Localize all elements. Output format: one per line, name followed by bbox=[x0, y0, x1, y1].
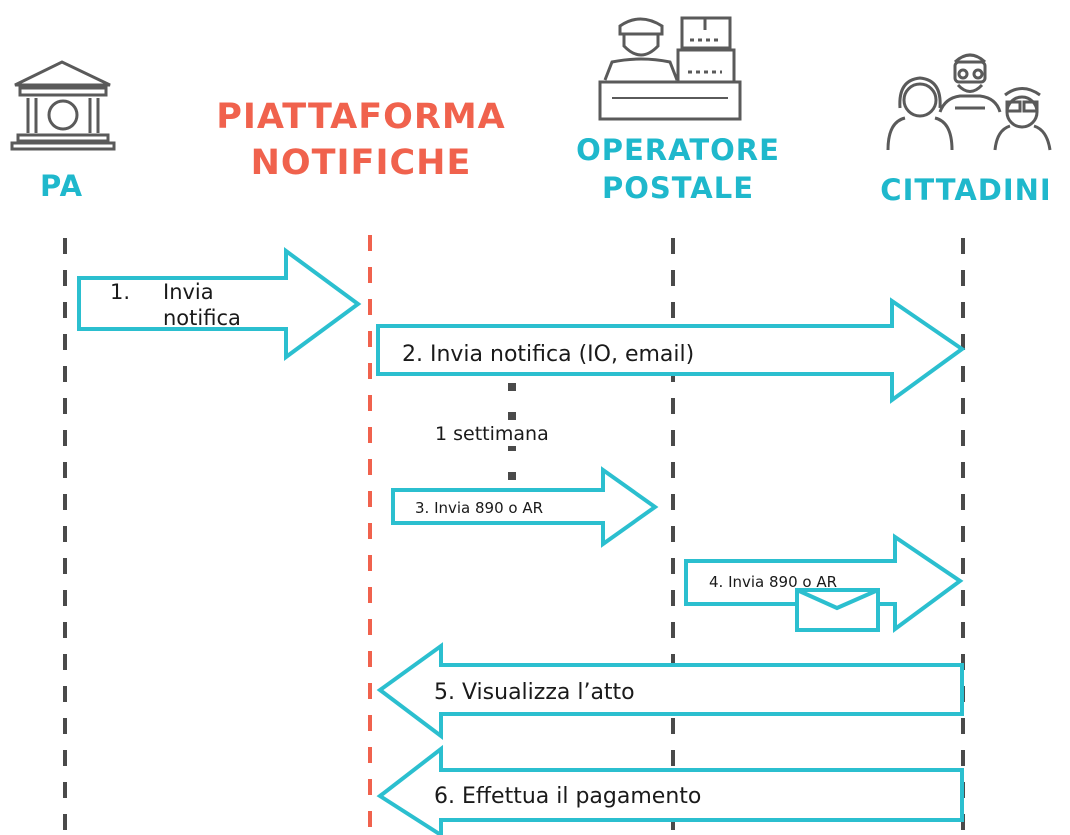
step-3-label: 3. Invia 890 o AR bbox=[415, 499, 543, 517]
step-2-arrow: 2. Invia notifica (IO, email) bbox=[376, 297, 966, 404]
platform-title-line2: NOTIFICHE bbox=[251, 143, 472, 183]
pa-title: PA bbox=[40, 169, 83, 203]
citizens-group-icon bbox=[886, 53, 1052, 151]
step-1-line1: Invia bbox=[163, 280, 214, 304]
wait-marker: 1 settimana bbox=[420, 383, 600, 480]
step-4-label: 4. Invia 890 o AR bbox=[709, 573, 837, 591]
envelope-icon bbox=[795, 588, 880, 632]
wait-label: 1 settimana bbox=[435, 423, 549, 445]
step-1-arrow: 1. Invia notifica bbox=[77, 247, 362, 361]
step-1-number: 1. bbox=[110, 280, 130, 304]
citizens-title: CITTADINI bbox=[880, 173, 1051, 207]
government-building-icon bbox=[10, 60, 116, 151]
postal-title-line1: OPERATORE bbox=[576, 133, 780, 167]
postal-title-line2: POSTALE bbox=[602, 171, 754, 205]
step-2-label: 2. Invia notifica (IO, email) bbox=[402, 342, 694, 367]
step-5-label: 5. Visualizza l’atto bbox=[434, 680, 635, 705]
platform-title-line1: PIATTAFORMA bbox=[216, 97, 506, 137]
step-6-label: 6. Effettua il pagamento bbox=[434, 784, 701, 809]
step-5-arrow: 5. Visualizza l’atto bbox=[376, 642, 964, 741]
step-1-line2: notifica bbox=[163, 306, 241, 330]
step-6-arrow: 6. Effettua il pagamento bbox=[376, 744, 964, 835]
step-4-arrow: 4. Invia 890 o AR bbox=[684, 533, 964, 633]
step-3-arrow: 3. Invia 890 o AR bbox=[391, 466, 659, 548]
postal-worker-icon bbox=[598, 16, 742, 121]
